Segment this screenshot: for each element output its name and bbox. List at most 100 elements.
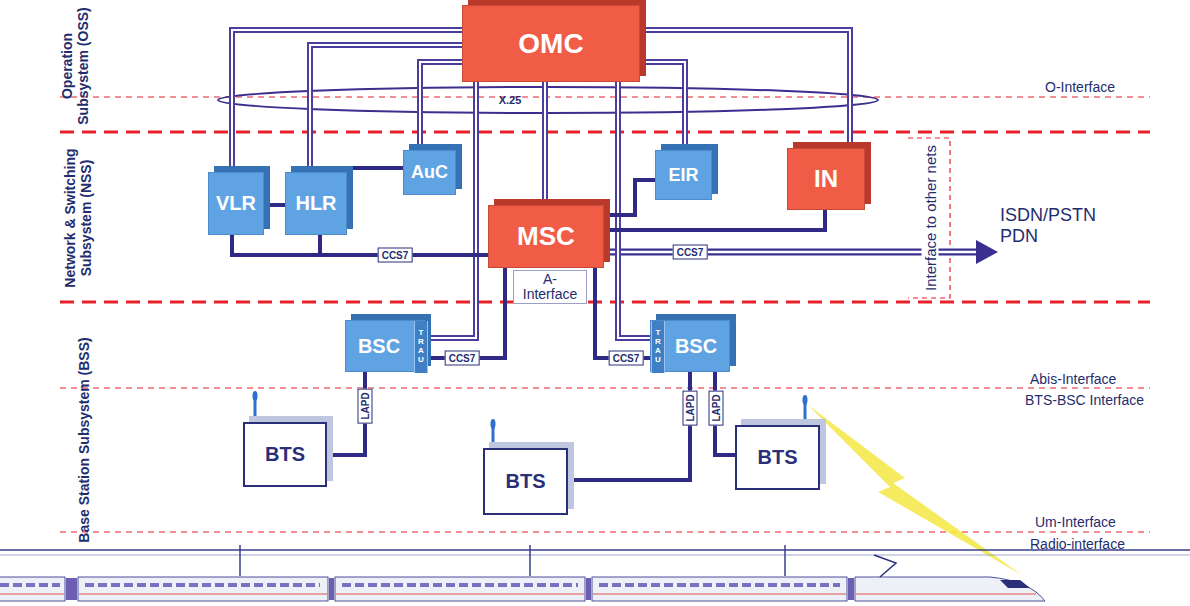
- connector-line: [604, 180, 655, 215]
- box-label: HLR: [295, 192, 336, 215]
- management-link: [640, 62, 685, 150]
- bus-name: X.25: [499, 94, 522, 106]
- box-label: AuC: [411, 162, 448, 183]
- train-illustration-part: [335, 577, 585, 601]
- management-link: [640, 30, 850, 148]
- antenna-tip-part: [803, 395, 808, 405]
- box-label: IN: [814, 165, 838, 193]
- box-label: BTS: [506, 470, 546, 493]
- train-illustration-part: [0, 593, 1036, 594]
- signalling-link: [595, 268, 650, 358]
- management-box: OMC: [462, 5, 640, 82]
- register-box: VLR: [208, 172, 264, 235]
- train-illustration-part: [0, 549, 1190, 551]
- signalling-link: [232, 235, 488, 255]
- network-name: ISDN/PSTN PDN: [1000, 205, 1110, 247]
- interface-name: Um-Interface: [1035, 514, 1116, 530]
- transcoder-strip: TRAU: [414, 321, 428, 373]
- interface-name: O-Interface: [1045, 79, 1115, 95]
- network-interface-arrow-part: [976, 240, 998, 264]
- train-illustration: [0, 545, 1190, 601]
- interface-name: A- Interface: [513, 270, 587, 304]
- box-label: VLR: [216, 192, 256, 215]
- train-illustration-part-part: [336, 593, 584, 594]
- train-illustration-part: [784, 545, 786, 576]
- protocol-label: LAPD: [709, 390, 724, 425]
- interface-name: BTS-BSC Interface: [1025, 392, 1144, 408]
- connector-inner-line: [544, 82, 546, 205]
- connector-line: [595, 268, 650, 358]
- controller-box: BSCTRAU: [650, 320, 730, 372]
- train-illustration-part: [0, 583, 840, 587]
- interface-name: Interface to other nets: [922, 140, 939, 296]
- train-illustration-part: [78, 577, 328, 601]
- box-label: MSC: [517, 221, 575, 252]
- signalling-link: [604, 180, 655, 215]
- train-illustration-part: [329, 578, 334, 600]
- subsystem-divider-part: [60, 301, 1150, 304]
- network-interface-arrow: [604, 240, 998, 264]
- base-station-box: BTS: [483, 448, 568, 515]
- subsystem-name: Base Station Subsystem (BSS): [76, 333, 92, 548]
- train-illustration-part-part: [593, 593, 846, 594]
- box-label: BTS: [758, 446, 798, 469]
- train-illustration-part: [529, 545, 531, 576]
- auth-centre-box: AuC: [403, 150, 456, 195]
- connector-line: [640, 30, 850, 148]
- connector-line: [420, 62, 462, 150]
- train-illustration-part: [1000, 580, 1030, 588]
- box-label: BSC: [358, 335, 400, 358]
- subsystem-divider-part: [60, 531, 1150, 532]
- connector-inner-line: [640, 30, 850, 148]
- protocol-label: CCS7: [673, 245, 708, 260]
- connector-line: [232, 235, 488, 255]
- antenna-tip: [253, 391, 808, 429]
- subsystem-divider-part: [60, 387, 1150, 388]
- subsystem-name: Network & Switching Subsystem (NSS): [62, 138, 94, 298]
- management-link: [545, 82, 546, 205]
- connector-line: [568, 372, 690, 480]
- signalling-link: [264, 205, 285, 206]
- subsystem-divider: [60, 97, 1150, 532]
- controller-box: BSC TRAU: [345, 320, 425, 372]
- box-label: BSC: [675, 335, 717, 358]
- subsystem-divider-part: [60, 131, 1150, 134]
- base-station-box: BTS: [735, 425, 820, 490]
- train-illustration-part: [66, 578, 77, 600]
- train-illustration-part-part: [79, 593, 327, 594]
- register-box: HLR: [285, 172, 347, 235]
- train-illustration-part-part: [599, 583, 840, 587]
- antenna-tip-part: [253, 391, 258, 401]
- transcoder-label: TRAU: [417, 329, 425, 364]
- train-illustration-part: [848, 578, 854, 600]
- train-illustration-part: [855, 577, 1045, 601]
- switching-centre-box: MSC: [488, 205, 604, 268]
- train-illustration-part-part: [0, 593, 64, 594]
- subsystem-divider-part: [908, 138, 950, 298]
- box-label: OMC: [518, 28, 583, 60]
- protocol-label: CCS7: [609, 351, 644, 366]
- connector-line: [425, 82, 476, 338]
- protocol-label: CCS7: [378, 248, 413, 263]
- train-illustration-part: [586, 578, 591, 600]
- train-illustration-part-part: [0, 583, 60, 587]
- connector-line: [264, 203, 285, 207]
- subsystem-name: Operation Subsystem (OSS): [59, 5, 91, 127]
- connector-line: [425, 268, 505, 358]
- connector-line: [542, 82, 548, 205]
- network-box: IN: [787, 148, 865, 210]
- interface-name: Abis-Interface: [1030, 371, 1116, 387]
- register-box: EIR: [655, 150, 712, 200]
- train-illustration-part: [0, 577, 65, 601]
- train-illustration-part: [874, 555, 896, 577]
- connector-inner-line: [640, 62, 685, 150]
- connector-inner-line: [420, 62, 462, 150]
- protocol-label: LAPD: [683, 390, 698, 425]
- interface-name: Radio-interface: [1030, 536, 1125, 552]
- antenna-tip-part: [491, 419, 496, 429]
- protocol-label: LAPD: [358, 388, 373, 423]
- train-illustration-part: [0, 555, 1190, 556]
- train-illustration-part: [239, 545, 241, 576]
